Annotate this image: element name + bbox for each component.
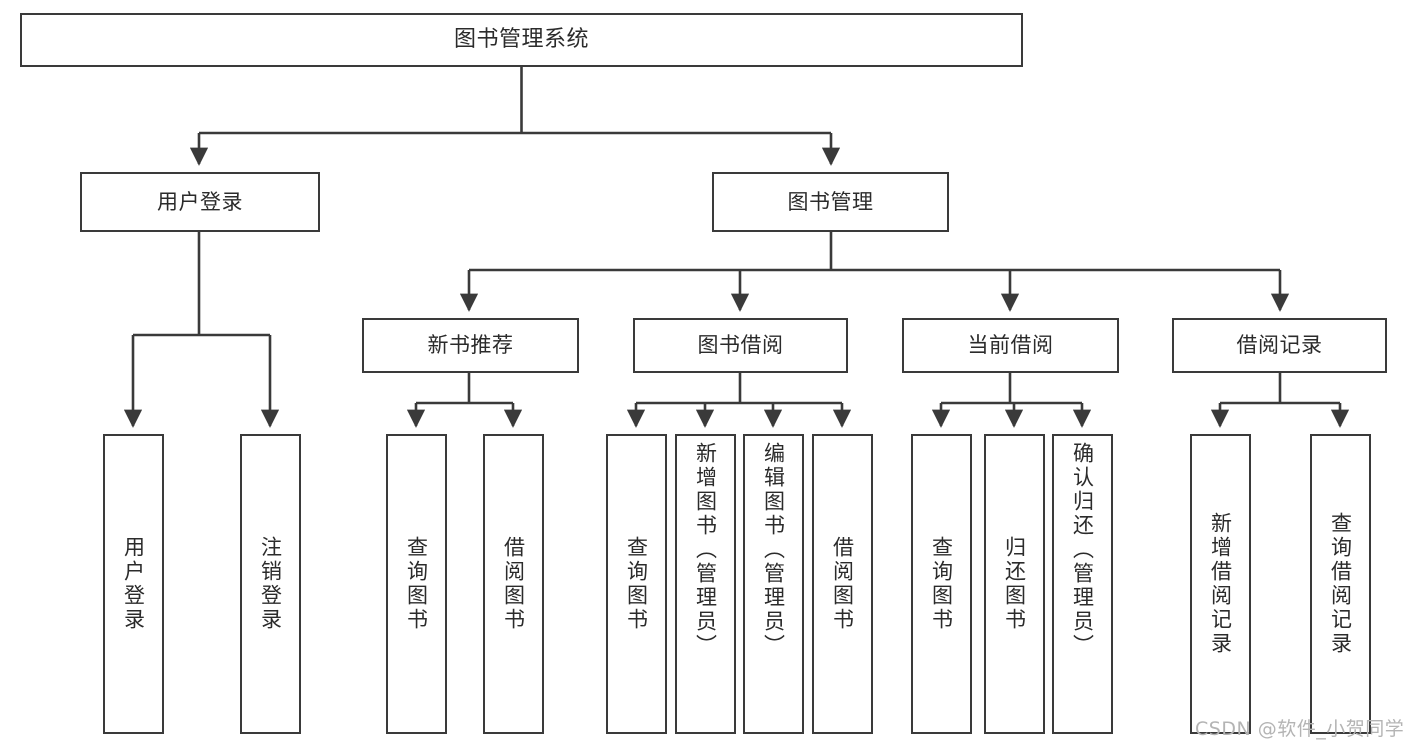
node-new-book-rec[interactable]: 新书推荐: [362, 318, 579, 373]
leaf-user-login[interactable]: 用户登录: [103, 434, 164, 734]
leaf-user-logout-label: 注销登录: [258, 536, 283, 632]
leaf-query-book[interactable]: 查询图书: [606, 434, 667, 734]
leaf-query-book-cur-label: 查询图书: [929, 536, 954, 632]
leaf-query-book-rec-label: 查询图书: [404, 536, 429, 632]
leaf-add-record-label: 新增借阅记录: [1208, 512, 1233, 656]
leaf-borrow-book[interactable]: 借阅图书: [812, 434, 873, 734]
node-book-manage[interactable]: 图书管理: [712, 172, 949, 232]
leaf-add-book[interactable]: 新增图书（管理员）: [675, 434, 736, 734]
node-new-book-rec-label: 新书推荐: [427, 333, 514, 358]
leaf-query-book-rec[interactable]: 查询图书: [386, 434, 447, 734]
leaf-borrow-book-rec-label: 借阅图书: [501, 536, 526, 632]
node-borrow-record[interactable]: 借阅记录: [1172, 318, 1387, 373]
node-root[interactable]: 图书管理系统: [20, 13, 1023, 67]
leaf-query-book-label: 查询图书: [624, 536, 649, 632]
leaf-borrow-book-label: 借阅图书: [830, 536, 855, 632]
node-user-login[interactable]: 用户登录: [80, 172, 320, 232]
node-user-login-label: 用户登录: [157, 189, 243, 214]
leaf-user-login-label: 用户登录: [121, 536, 146, 632]
leaf-query-record[interactable]: 查询借阅记录: [1310, 434, 1371, 734]
leaf-borrow-book-rec[interactable]: 借阅图书: [483, 434, 544, 734]
leaf-add-book-label: 新增图书（管理员）: [693, 442, 718, 658]
node-current-borrow-label: 当前借阅: [967, 333, 1054, 358]
leaf-return-book[interactable]: 归还图书: [984, 434, 1045, 734]
leaf-query-record-label: 查询借阅记录: [1328, 512, 1353, 656]
leaf-add-record[interactable]: 新增借阅记录: [1190, 434, 1251, 734]
node-current-borrow[interactable]: 当前借阅: [902, 318, 1119, 373]
leaf-confirm-return[interactable]: 确认归还（管理员）: [1052, 434, 1113, 734]
node-book-manage-label: 图书管理: [787, 189, 874, 214]
csdn-watermark: CSDN @软件_小贺同学: [1195, 718, 1405, 740]
leaf-edit-book-label: 编辑图书（管理员）: [761, 442, 786, 658]
node-borrow-record-label: 借阅记录: [1236, 333, 1323, 358]
leaf-return-book-label: 归还图书: [1002, 536, 1027, 632]
leaf-query-book-cur[interactable]: 查询图书: [911, 434, 972, 734]
node-book-borrow-label: 图书借阅: [697, 333, 784, 358]
node-book-borrow[interactable]: 图书借阅: [633, 318, 848, 373]
leaf-user-logout[interactable]: 注销登录: [240, 434, 301, 734]
node-root-label: 图书管理系统: [453, 26, 589, 52]
leaf-confirm-return-label: 确认归还（管理员）: [1070, 442, 1095, 658]
leaf-edit-book[interactable]: 编辑图书（管理员）: [743, 434, 804, 734]
